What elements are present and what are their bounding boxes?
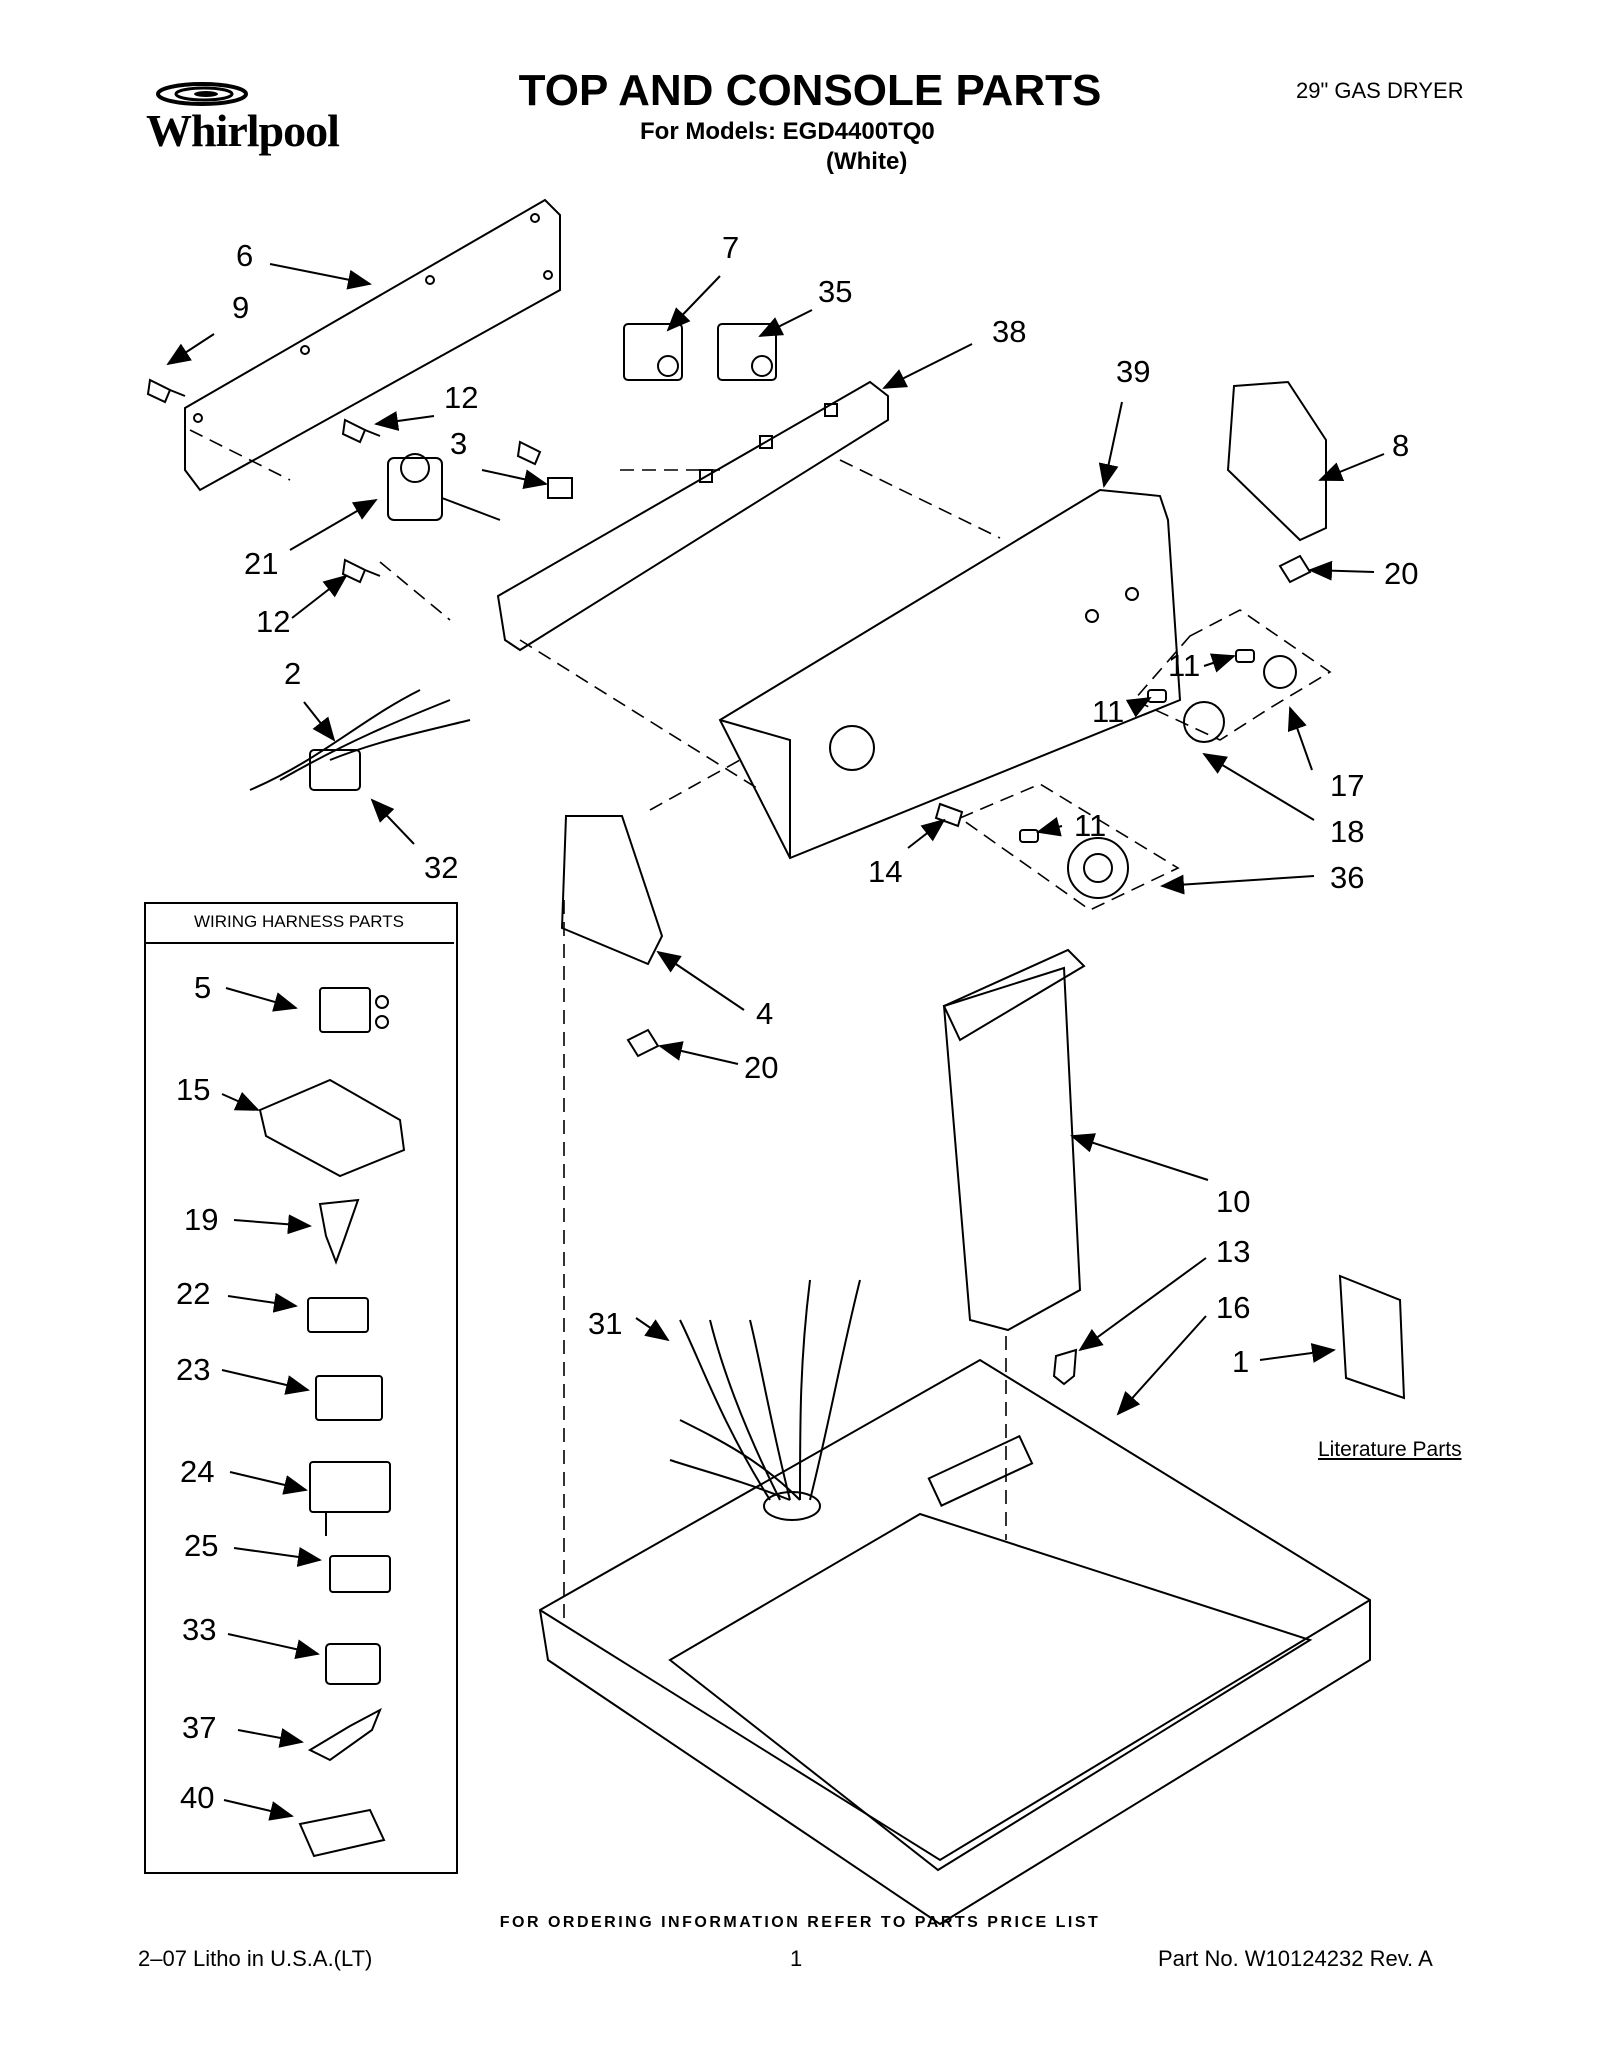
part-2-harness: [249, 689, 471, 791]
harness-labels: 5 15 19 22 23 24 25 33 37 40: [176, 970, 218, 1815]
part-14-screw: [934, 802, 964, 828]
harness-leaders: [221, 987, 322, 1821]
part-31-harness: [669, 1279, 861, 1521]
callout-8: 8: [1392, 428, 1409, 463]
callout-13: 13: [1216, 1234, 1250, 1269]
harness-label-33: 33: [182, 1612, 216, 1647]
harness-label-19: 19: [184, 1202, 218, 1237]
harness-label-25: 25: [184, 1528, 218, 1563]
callout-16: 16: [1216, 1290, 1250, 1325]
callout-38: 38: [992, 314, 1026, 349]
callout-1: 1: [1232, 1344, 1249, 1379]
part-4-end-cap: [560, 815, 664, 966]
harness-label-15: 15: [176, 1072, 210, 1107]
callout-4: 4: [756, 996, 773, 1031]
callout-39: 39: [1116, 354, 1150, 389]
harness-label-23: 23: [176, 1352, 210, 1387]
harness-part-drawings: [258, 987, 406, 1858]
whirlpool-logo: Whirlpool: [138, 72, 378, 160]
callout-3: 3: [450, 426, 467, 461]
callout-12-bottom: 12: [256, 604, 290, 639]
callout-35: 35: [818, 274, 852, 309]
callout-9: 9: [232, 290, 249, 325]
part-3-screw: [516, 440, 542, 466]
part-10-lint-screen: [942, 966, 1082, 1332]
brand-name: Whirlpool: [146, 105, 340, 156]
part-11-insert-a: [1235, 649, 1255, 663]
ordering-note: FOR ORDERING INFORMATION REFER TO PARTS …: [499, 1914, 1101, 1931]
callout-17: 17: [1330, 768, 1364, 803]
part-35-switch: [717, 323, 777, 381]
part-3-clip: [547, 477, 573, 499]
part-36-knob: [1067, 837, 1129, 899]
callout-14: 14: [868, 854, 902, 889]
harness-label-24: 24: [180, 1454, 214, 1489]
harness-label-37: 37: [182, 1710, 216, 1745]
callout-20-bottom: 20: [744, 1050, 778, 1085]
part-1-literature: [1338, 1274, 1406, 1400]
wiring-harness-box: [144, 902, 458, 1874]
harness-label-22: 22: [176, 1276, 210, 1311]
callout-18: 18: [1330, 814, 1364, 849]
callout-11-c: 11: [1074, 808, 1106, 843]
callout-11-b: 11: [1092, 694, 1124, 729]
callout-21: 21: [244, 546, 278, 581]
callout-32: 32: [424, 850, 458, 885]
part-12-screw-a: [341, 418, 381, 444]
callout-11-a: 11: [1168, 648, 1200, 683]
page-number: 1: [790, 1946, 803, 1971]
callout-10: 10: [1216, 1184, 1250, 1219]
callout-2: 2: [284, 656, 301, 691]
part-38-console-frame: [496, 380, 889, 652]
part-17-knob: [1263, 655, 1297, 689]
models-line: For Models: EGD4400TQ0: [640, 118, 935, 145]
callout-7: 7: [722, 230, 739, 265]
part-16-top-panel: [538, 1358, 1371, 1926]
swirl-icon: [156, 82, 248, 106]
part-21-timer: [387, 457, 443, 521]
literature-parts-label: Literature Parts: [1318, 1438, 1462, 1461]
part-6-bracket: [184, 198, 561, 492]
callout-12-top: 12: [444, 380, 478, 415]
litho-note: 2–07 Litho in U.S.A.(LT): [138, 1946, 373, 1971]
part-7-switch: [623, 323, 683, 381]
color-line: (White): [826, 148, 908, 175]
wiring-harness-title: WIRING HARNESS PARTS: [144, 902, 454, 944]
callout-36: 36: [1330, 860, 1364, 895]
callout-31: 31: [588, 1306, 622, 1341]
part-20-clip-b: [626, 1028, 660, 1058]
part-12-screw-b: [341, 558, 381, 584]
part-18-knob: [1183, 701, 1225, 743]
part-number: Part No. W10124232 Rev. A: [1158, 1946, 1433, 1971]
harness-label-40: 40: [180, 1780, 214, 1815]
callout-20-top: 20: [1384, 556, 1418, 591]
part-11-insert-c: [1019, 829, 1039, 843]
part-8-end-cap: [1226, 380, 1327, 542]
part-11-insert-b: [1147, 689, 1167, 703]
part-13-screw: [1052, 1348, 1078, 1386]
callout-labels: 6 9 7 35 38 39 8 12 3 21 20 12 2 11 11 1…: [232, 230, 1418, 1379]
part-20-clip-a: [1278, 554, 1312, 584]
callout-6: 6: [236, 238, 253, 273]
harness-label-5: 5: [194, 970, 211, 1005]
page-title: TOP AND CONSOLE PARTS: [518, 66, 1102, 115]
product-type: 29" GAS DRYER: [1296, 78, 1464, 103]
part-9-screw: [146, 378, 186, 404]
